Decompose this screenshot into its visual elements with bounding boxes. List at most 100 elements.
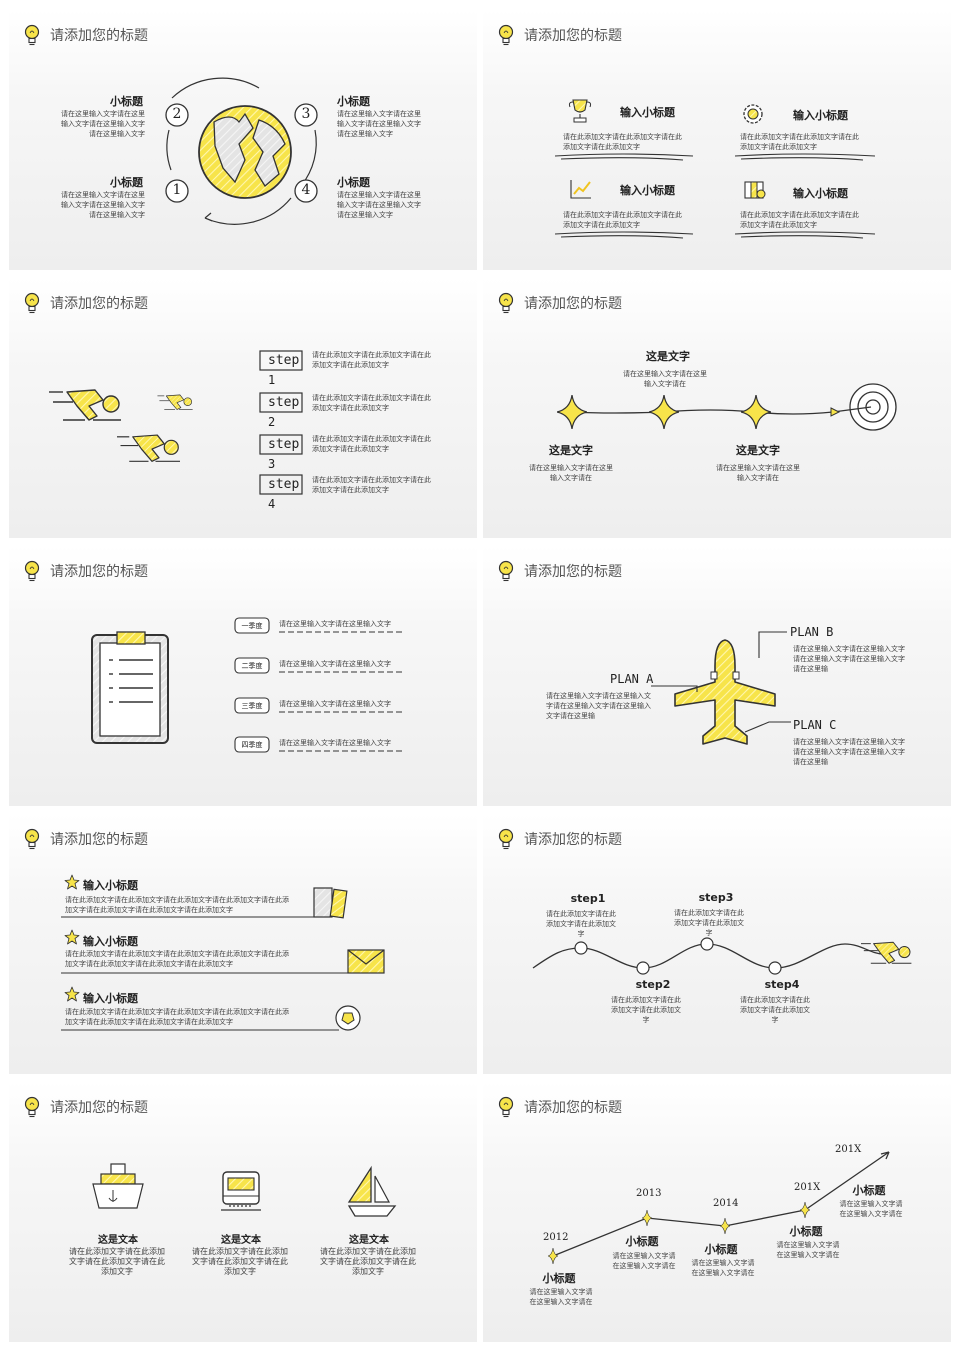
star-icon	[741, 395, 771, 429]
star-icon	[65, 987, 79, 1001]
item-title: 小标题	[110, 176, 143, 189]
item-title: 这是文本	[221, 1235, 261, 1246]
item-title: 小标题	[337, 176, 370, 189]
point-text: 请在这里输入文字请在这里输入文字请在	[612, 1252, 676, 1270]
slide-6: 请添加您的标题 PLAN B 请在这里输入文字请在这里输入文字请在这里输入文字请…	[483, 546, 951, 806]
step-number: 2	[268, 415, 276, 429]
slide-header: 请添加您的标题	[22, 292, 148, 314]
plan-text: 请在这里输入文字请在这里输入文字请在这里输入文字请在这里输入文字请在这里输	[546, 692, 651, 720]
timeline-graphic	[483, 1151, 890, 1342]
star-icon	[65, 930, 79, 944]
step-text: 请在此添加文字请在此添加文字请在此添加文字	[611, 996, 681, 1024]
item-text: 请在这里输入文字请在这里输入文字请在	[529, 464, 613, 482]
item-text: 请在此添加文字请在此添加文字请在此添加文字请在此添加文字	[740, 211, 859, 229]
item-text: 请在这里输入文字请在这里输入文字请在这里输入文字请在这里输入文字	[337, 110, 421, 138]
item-title: 输入小标题	[620, 184, 675, 197]
point-text: 请在这里输入文字请在这里输入文字请在	[529, 1288, 593, 1306]
ball-icon	[335, 1005, 361, 1031]
item-text: 请在此添加文字请在此添加文字请在此添加文字请在此添加文字请在此添加文字请在此添加…	[65, 1008, 289, 1026]
item-title: 输入小标题	[793, 109, 848, 122]
step-dot	[768, 961, 782, 975]
step-number: 3	[268, 457, 276, 471]
plan-text: 请在这里输入文字请在这里输入文字请在这里输入文字请在这里输入文字请在这里输	[793, 738, 905, 766]
point-title: 小标题	[542, 1272, 576, 1285]
globe-cycle-graphic	[165, 77, 318, 225]
year-label: 201X	[835, 1144, 862, 1155]
slide-8: 请添加您的标题 step1 请在此添加文字请在此添加文字请在此添加文字 step…	[483, 814, 951, 1074]
quarter-tag: 二季度	[241, 662, 263, 670]
year-label: 2014	[713, 1198, 739, 1209]
quarters-graphic	[91, 617, 404, 753]
step-text: 请在此添加文字请在此添加文字请在此添加文字	[546, 910, 616, 938]
transport-graphic	[92, 1163, 397, 1217]
slide-header: 请添加您的标题	[496, 24, 622, 46]
quarter-tag: 四季度	[241, 741, 263, 749]
point-title: 小标题	[852, 1184, 886, 1197]
number-label: 1	[172, 182, 182, 198]
step-title: step3	[698, 891, 734, 904]
number-label: 4	[301, 182, 311, 198]
item-text: 请在这里输入文字请在这里输入文字请在	[623, 370, 707, 388]
step-text: 请在此添加文字请在此添加文字请在此添加文字请在此添加文字	[312, 351, 431, 369]
quarter-text: 请在这里输入文字请在这里输入文字	[279, 620, 391, 628]
step-title: step1	[570, 892, 606, 905]
item-title: 输入小标题	[83, 935, 138, 948]
feature-grid-graphic	[554, 99, 876, 239]
runner-icon	[117, 435, 180, 461]
step-dot	[574, 941, 588, 955]
item-title: 小标题	[337, 95, 370, 108]
train-icon	[221, 1171, 261, 1211]
step-text: 请在此添加文字请在此添加文字请在此添加文字请在此添加文字	[312, 394, 431, 412]
item-text: 请在此添加文字请在此添加文字请在此添加文字请在此添加文字请在此添加文字请在此添加…	[65, 950, 289, 968]
item-text: 请在此添加文字请在此添加文字请在此添加文字请在此添加文字请在此添加文字请在此添加…	[65, 896, 289, 914]
gear-icon	[743, 104, 763, 124]
step-title: step2	[635, 978, 671, 991]
sparkle-icon	[800, 1202, 810, 1218]
star-icon	[649, 395, 679, 429]
runner-icon	[861, 942, 911, 963]
chart-icon	[570, 180, 591, 199]
step-label: step	[268, 395, 300, 410]
plan-title: PLAN B	[790, 625, 834, 639]
runners-graphic	[9, 350, 303, 495]
sparkle-icon	[720, 1218, 730, 1234]
globe-icon	[198, 105, 292, 199]
item-text: 请在此添加文字请在此添加文字请在此添加文字请在此添加文字	[69, 1247, 165, 1276]
slide-header: 请添加您的标题	[496, 292, 622, 314]
sparkle-icon	[642, 1210, 652, 1226]
point-title: 小标题	[625, 1235, 659, 1248]
point-title: 小标题	[789, 1225, 823, 1238]
star-icon	[65, 875, 79, 889]
year-label: 201X	[794, 1182, 821, 1193]
wave-steps-graphic	[532, 937, 951, 975]
number-label: 3	[301, 106, 311, 122]
slide-header: 请添加您的标题	[496, 1096, 622, 1118]
plan-title: PLAN C	[793, 718, 837, 732]
step-title: step4	[764, 978, 800, 991]
item-title: 这是文字	[646, 350, 690, 363]
slide-title: 请添加您的标题	[524, 832, 622, 848]
slide-title: 请添加您的标题	[524, 1100, 622, 1116]
books-icon	[313, 887, 348, 919]
map-icon	[744, 181, 766, 199]
point-title: 小标题	[704, 1243, 738, 1256]
plan-title: PLAN A	[610, 672, 654, 686]
slide-1: 请添加您的标题 2 3 1 4 小标题 请在这里输入文字请在这里输入文字请在这里…	[9, 10, 477, 270]
target-path-graphic	[483, 383, 897, 431]
quarter-text: 请在这里输入文字请在这里输入文字	[279, 660, 391, 668]
airplane-plans-graphic	[651, 631, 791, 745]
item-text: 请在这里输入文字请在这里输入文字请在这里输入文字请在这里输入文字	[61, 110, 145, 138]
slide-header: 请添加您的标题	[496, 560, 622, 582]
step-label: step	[268, 353, 300, 368]
trophy-icon	[568, 99, 592, 123]
item-text: 请在此添加文字请在此添加文字请在此添加文字请在此添加文字	[740, 133, 859, 151]
number-circle	[165, 179, 189, 203]
step-dot	[636, 961, 650, 975]
slide-header: 请添加您的标题	[22, 828, 148, 850]
number-circle	[294, 179, 318, 203]
item-text: 请在此添加文字请在此添加文字请在此添加文字请在此添加文字	[563, 133, 682, 151]
slide-title: 请添加您的标题	[524, 296, 622, 312]
step-label: step	[268, 477, 300, 492]
slide-title: 请添加您的标题	[50, 296, 148, 312]
item-title: 输入小标题	[620, 106, 675, 119]
